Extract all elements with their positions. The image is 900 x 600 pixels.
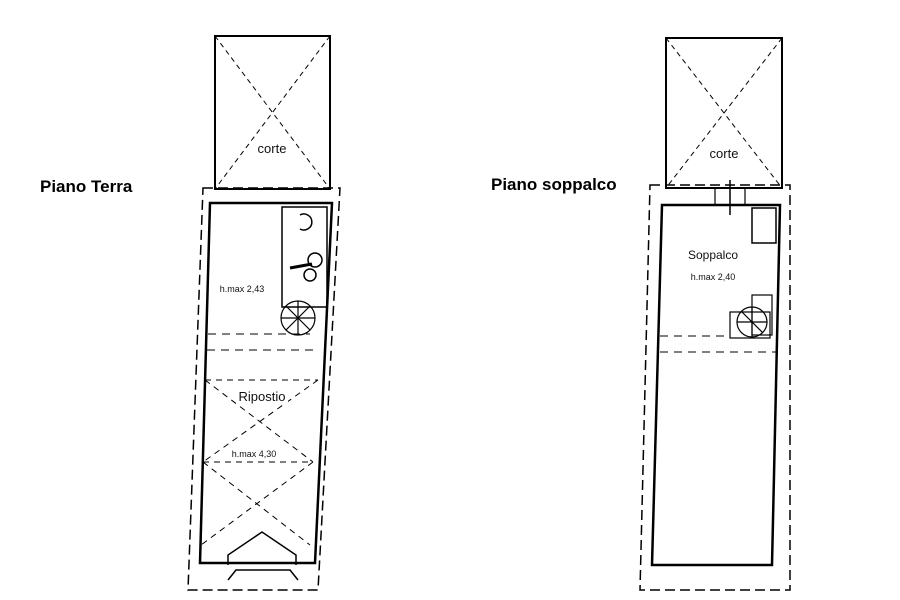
ground-floor-title: Piano Terra (40, 177, 133, 196)
mezzanine-room-height: h.max 2,40 (691, 272, 736, 282)
ground-court: corte (214, 35, 331, 190)
ground-outer-boundary (187, 187, 341, 591)
storage-height: h.max 4,30 (232, 449, 277, 459)
mezzanine-court-label: corte (710, 146, 739, 161)
mezzanine-court: corte (665, 37, 783, 189)
storage-label: Ripostio (239, 389, 286, 404)
ground-room-height: h.max 2,43 (220, 284, 265, 294)
entrance-door (227, 531, 297, 565)
mezzanine-floor-plan: corte Soppalco h.max 2,40 (639, 37, 791, 591)
mezzanine-room-label: Soppalco (688, 248, 738, 262)
mezzanine-floor-title: Piano soppalco (491, 175, 617, 194)
storage-void (200, 379, 319, 546)
ground-court-label: corte (258, 141, 287, 156)
bathroom (281, 206, 328, 308)
ground-floor-plan: corte h.max 2,43 Rip (187, 35, 341, 591)
spiral-staircase (280, 300, 316, 336)
mezzanine-spiral-staircase (729, 294, 773, 339)
ground-walls (198, 201, 334, 565)
mezzanine-outer-boundary (639, 184, 791, 591)
